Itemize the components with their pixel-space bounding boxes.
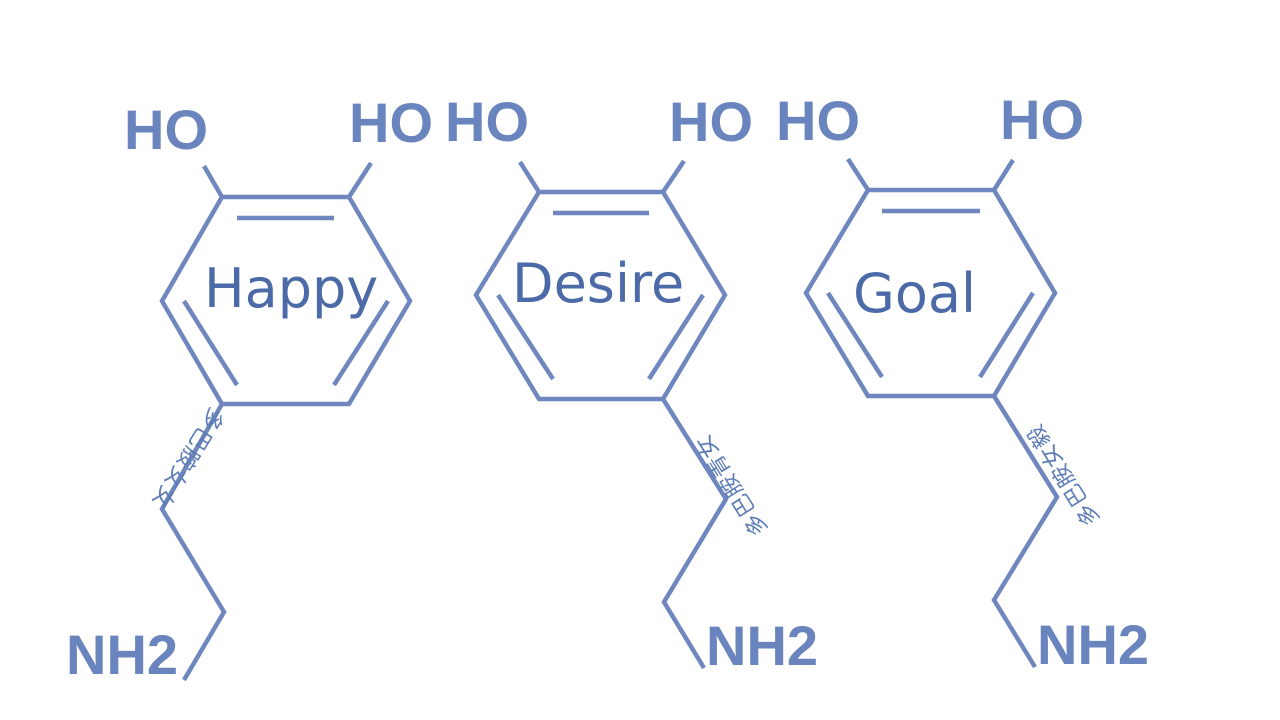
ethylamine-chain <box>159 402 227 682</box>
hydroxyl-bond-left <box>846 157 870 192</box>
hydroxyl-bond-right <box>992 158 1015 192</box>
inner-double-bond-left <box>496 293 555 381</box>
hydroxyl-label-right: HO <box>349 91 433 154</box>
side-label: 多巴胺青女 <box>691 429 773 540</box>
inner-double-bond-right <box>647 293 705 381</box>
inner-double-bond-left <box>182 299 239 387</box>
hydroxyl-label-left: HO <box>776 89 860 152</box>
hydroxyl-label-right: HO <box>1000 88 1084 151</box>
hydroxyl-bond-left <box>202 164 224 199</box>
inner-double-bond-right <box>978 291 1035 379</box>
hydroxyl-label-left: HO <box>445 90 529 153</box>
hydroxyl-bond-right <box>347 161 373 199</box>
hydroxyl-bond-right <box>661 159 686 194</box>
ring-word: Desire <box>512 252 684 315</box>
amine-label: NH2 <box>706 614 818 677</box>
molecule-desire: HO HO NH2 Desire 多巴胺青女 <box>445 90 818 677</box>
inner-double-bond-right <box>332 299 390 387</box>
ring-word: Happy <box>204 257 378 320</box>
side-label: 多巴胺女毅 <box>1023 419 1105 530</box>
hydroxyl-label-left: HO <box>124 98 208 161</box>
inner-double-bond-left <box>826 291 884 379</box>
amine-label: NH2 <box>1037 613 1149 676</box>
ethylamine-chain <box>991 394 1060 669</box>
molecule-happy: HO HO NH2 Happy 多巴胺女女 <box>66 91 433 686</box>
molecule-goal: HO HO NH2 Goal 多巴胺女毅 <box>776 88 1149 676</box>
hydroxyl-label-right: HO <box>669 90 753 153</box>
amine-label: NH2 <box>66 623 178 686</box>
side-label: 多巴胺女女 <box>146 403 228 514</box>
ring-word: Goal <box>853 262 976 325</box>
ethylamine-chain <box>661 397 729 670</box>
hydroxyl-bond-left <box>518 160 541 194</box>
